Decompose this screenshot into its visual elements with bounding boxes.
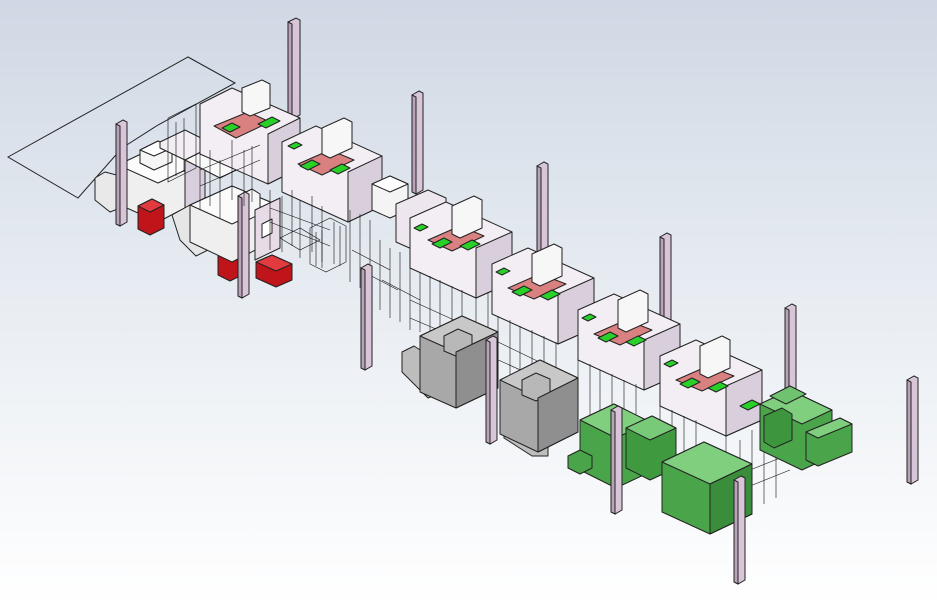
column-icon: [733, 475, 746, 585]
red-cabinet-icon[interactable]: [255, 254, 293, 288]
green-machine-icon[interactable]: [759, 385, 853, 471]
wireframe-frame-icon: [167, 103, 331, 262]
machine-cabin-icon[interactable]: [659, 335, 763, 437]
floor-platform-outline: [6, 56, 237, 199]
machine-cabin-icon[interactable]: [171, 185, 276, 263]
machine-cabin-icon[interactable]: [491, 243, 595, 345]
red-cabinet-icon[interactable]: [137, 198, 165, 236]
column-icon: [610, 405, 623, 515]
wireframe-frame-icon: [309, 210, 421, 322]
column-icon: [237, 191, 250, 299]
machine-cabin-icon[interactable]: [281, 117, 383, 223]
column-icon: [287, 17, 301, 120]
machine-cabin-icon[interactable]: [254, 197, 281, 261]
column-icon: [906, 375, 919, 485]
machine-cabin-icon[interactable]: [577, 289, 681, 391]
column-icon: [115, 119, 128, 227]
column-icon: [411, 90, 424, 195]
grey-machine-icon[interactable]: [401, 315, 499, 409]
grey-machine-icon[interactable]: [499, 359, 579, 457]
column-icon: [485, 335, 498, 445]
column-icon: [360, 263, 373, 371]
